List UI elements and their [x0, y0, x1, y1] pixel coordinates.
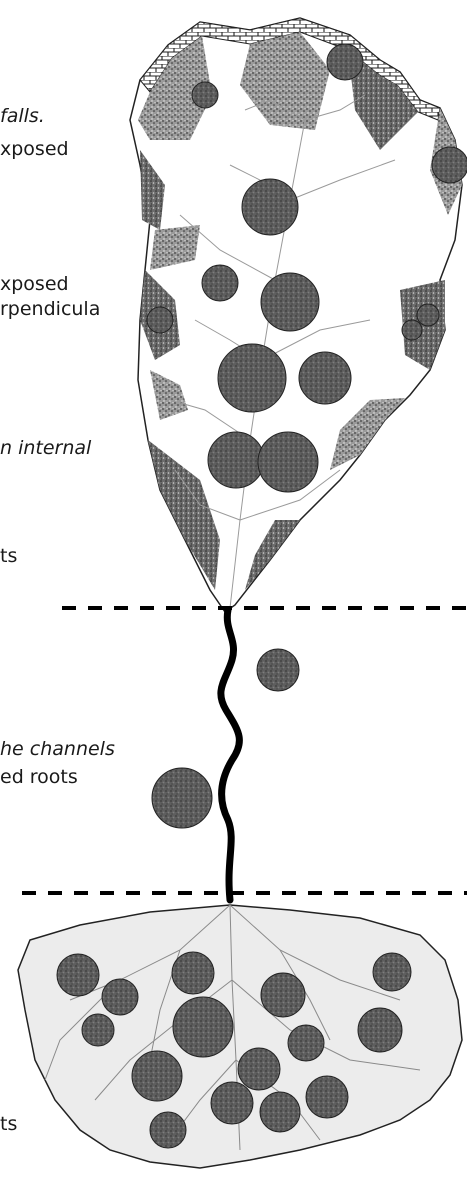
label-roots: ed roots [0, 766, 78, 789]
stone-circle [211, 1082, 253, 1124]
stone-circle [57, 954, 99, 996]
stone-circle [373, 953, 411, 991]
stone-circle [150, 1112, 186, 1148]
stone-circle [242, 179, 298, 235]
upper-soil-block [130, 18, 467, 612]
stone-circle [132, 1051, 182, 1101]
stone-circle [260, 1092, 300, 1132]
stone-circle [261, 973, 305, 1017]
stone-circle [173, 997, 233, 1057]
stone-circle [147, 307, 173, 333]
label-channels: he channels [0, 738, 115, 761]
stone-circle [102, 979, 138, 1015]
stone-circle [172, 952, 214, 994]
stone-circle [299, 352, 351, 404]
label-ts-1: ts [0, 545, 17, 568]
stone-circle [402, 320, 422, 340]
stone-circle [261, 273, 319, 331]
label-ts-2: ts [0, 1113, 17, 1136]
stone-circle [258, 432, 318, 492]
stone-circle [288, 1025, 324, 1061]
label-exposed-1: xposed [0, 138, 69, 161]
stone-circle [358, 1008, 402, 1052]
label-exposed-2: xposed [0, 273, 69, 296]
stone-circle [257, 649, 299, 691]
label-falls: falls. [0, 105, 45, 128]
stone-circle [327, 44, 363, 80]
stone-circle [306, 1076, 348, 1118]
stone-circle [82, 1014, 114, 1046]
stone-circle [238, 1048, 280, 1090]
stone-circle [218, 344, 286, 412]
stone-circle [192, 82, 218, 108]
label-internal: n internal [0, 437, 91, 460]
stone-circle [202, 265, 238, 301]
stone-circle [432, 147, 467, 183]
stone-circle [417, 304, 439, 326]
lower-soil-block [18, 905, 462, 1168]
channel-root [221, 610, 240, 900]
label-perpendicular: rpendicula [0, 298, 100, 321]
stone-circle [208, 432, 264, 488]
stone-circle [152, 768, 212, 828]
